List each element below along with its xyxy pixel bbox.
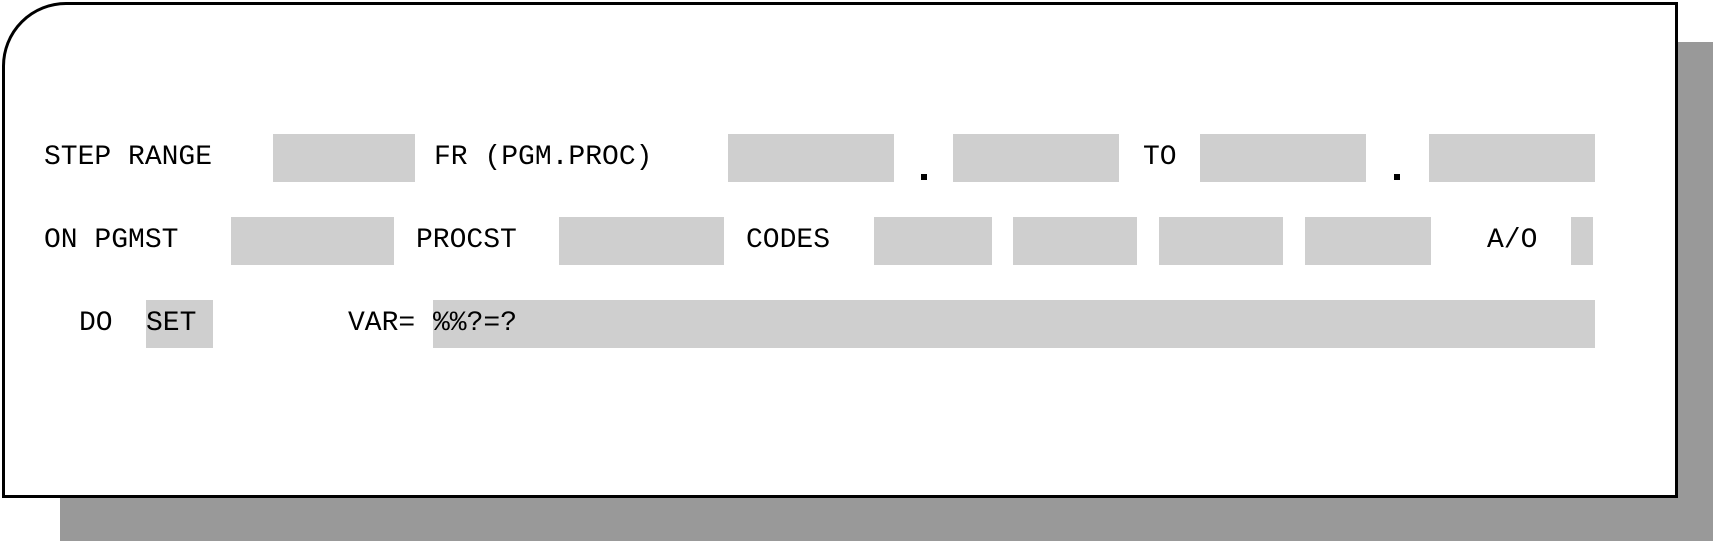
var-label: VAR=	[348, 308, 416, 339]
procst-field[interactable]	[559, 217, 724, 265]
code-field-4[interactable]	[1305, 217, 1431, 265]
do-action-field[interactable]: SET	[146, 300, 213, 348]
on-pgmst-label: ON PGMST	[44, 225, 179, 256]
pgmst-field[interactable]	[231, 217, 394, 265]
var-field[interactable]: %%?=?	[433, 300, 1595, 348]
from-separator-dot	[921, 174, 927, 180]
from-proc-field[interactable]	[953, 134, 1119, 182]
from-pgm-field[interactable]	[728, 134, 894, 182]
to-pgm-field[interactable]	[1200, 134, 1366, 182]
and-or-field[interactable]	[1571, 217, 1593, 265]
code-field-2[interactable]	[1013, 217, 1137, 265]
code-field-1[interactable]	[874, 217, 992, 265]
step-range-field[interactable]	[273, 134, 415, 182]
codes-label: CODES	[746, 225, 831, 256]
to-separator-dot	[1394, 174, 1400, 180]
code-field-3[interactable]	[1159, 217, 1283, 265]
step-range-label: STEP RANGE	[44, 142, 213, 173]
and-or-label: A/O	[1487, 225, 1538, 256]
to-proc-field[interactable]	[1429, 134, 1595, 182]
do-label: DO	[79, 308, 113, 339]
to-label: TO	[1143, 142, 1177, 173]
from-label: FR (PGM.PROC)	[434, 142, 653, 173]
procst-label: PROCST	[416, 225, 517, 256]
